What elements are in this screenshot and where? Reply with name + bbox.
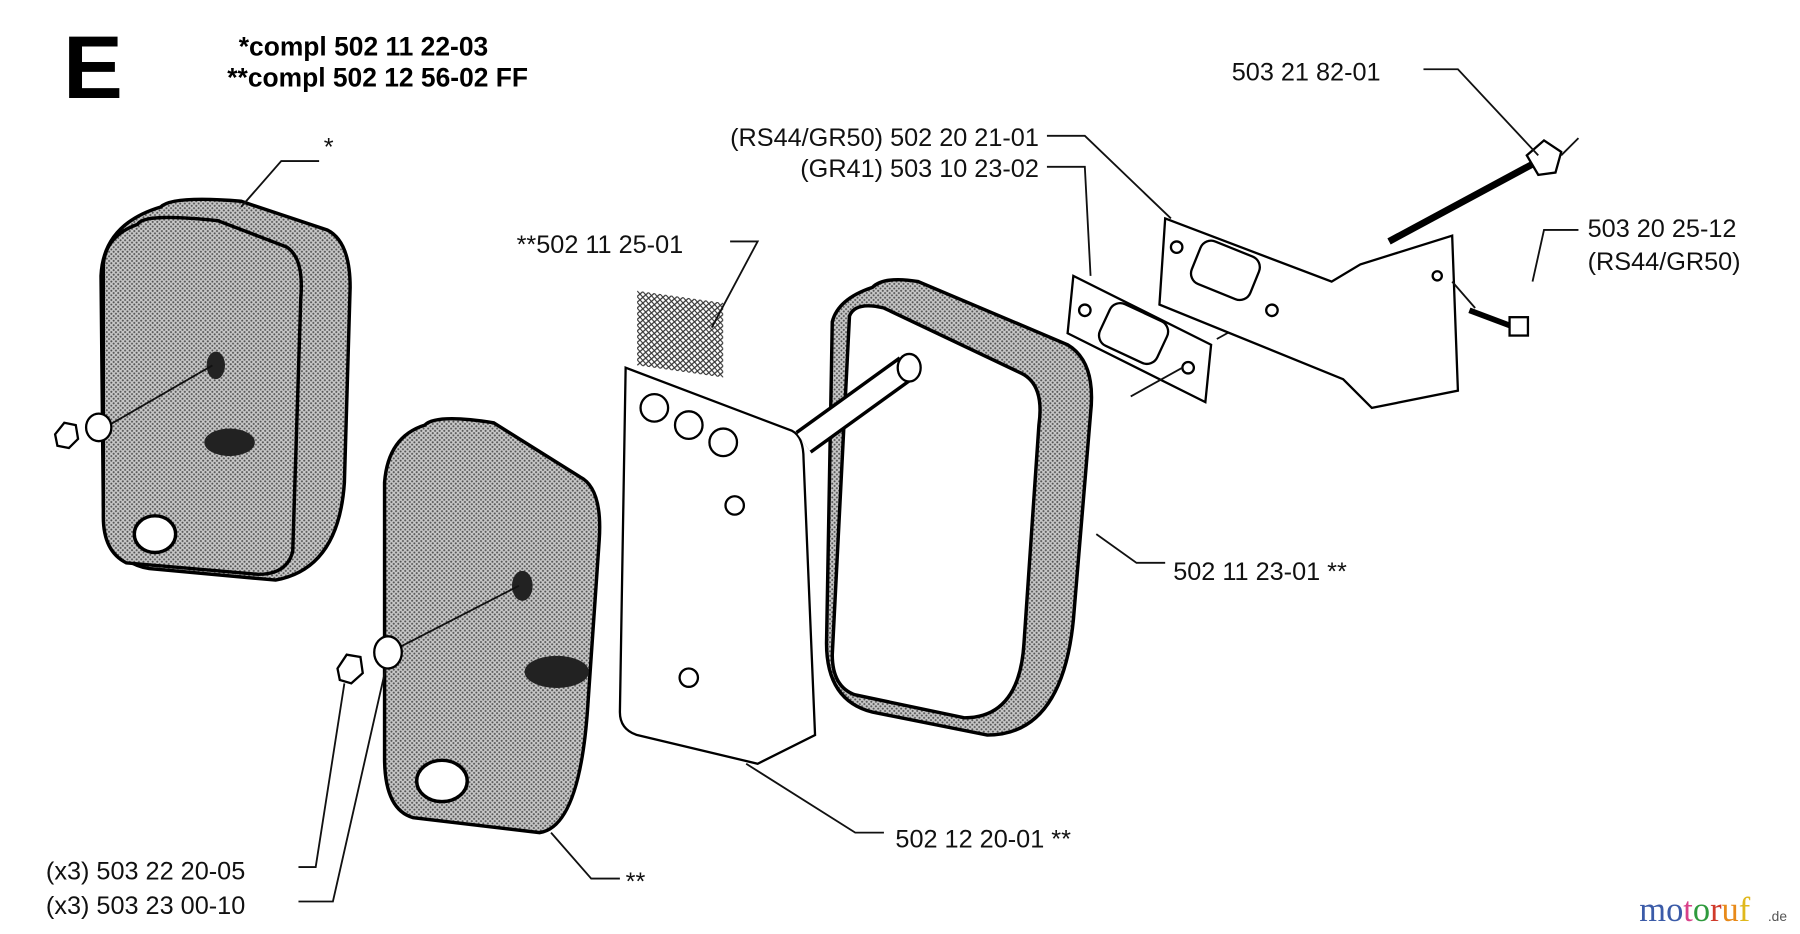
label-assembly-1: * <box>324 133 334 161</box>
label-muffler-body: 502 11 23-01 ** <box>1173 558 1347 586</box>
label-bracket: (RS44/GR50) 502 20 21-01 <box>730 124 1039 152</box>
leader-nut <box>298 683 346 868</box>
mounting-bracket <box>1158 216 1460 410</box>
label-nut: (x3) 503 22 20-05 <box>46 858 245 886</box>
muffler-body <box>795 277 1094 737</box>
muffler-assembly-2 <box>336 417 602 835</box>
leader-screw <box>1531 229 1579 282</box>
leader-assembly-2 <box>550 832 620 880</box>
label-muffler-plate: 502 12 20-01 ** <box>895 826 1071 854</box>
leader-body <box>1095 533 1166 564</box>
leader-gasket <box>1046 165 1092 276</box>
section-letter: E <box>63 17 123 117</box>
svg-text:motoruf: motoruf <box>1639 891 1750 929</box>
spark-screen <box>637 290 724 378</box>
leader-bracket <box>1046 134 1172 220</box>
label-washer: (x3) 503 23 00-10 <box>46 892 245 920</box>
watermark-logo: motoruf .de <box>1639 891 1787 929</box>
leader-bolt <box>1423 68 1539 156</box>
muffler-assembly-1 <box>53 197 352 582</box>
leader-plate <box>745 762 884 834</box>
watermark-suffix: .de <box>1768 909 1787 924</box>
bolt <box>1387 137 1580 245</box>
label-bolt: 503 21 82-01 <box>1232 59 1381 87</box>
label-screw-model: (RS44/GR50) <box>1588 248 1741 276</box>
complete-assembly-1: *compl 502 11 22-03 <box>239 31 488 61</box>
gasket <box>1066 274 1269 404</box>
label-assembly-2: ** <box>626 868 646 896</box>
leader-washer <box>298 668 387 903</box>
muffler-cover-plate <box>618 366 817 765</box>
label-screw-part: 503 20 25-12 <box>1588 215 1737 243</box>
leader-assembly-1 <box>240 160 320 208</box>
label-gasket: (GR41) 503 10 23-02 <box>800 155 1039 183</box>
complete-assembly-2: **compl 502 12 56-02 FF <box>227 62 528 92</box>
leader-screen <box>710 240 760 328</box>
screw <box>1451 281 1530 337</box>
label-screen: **502 11 25-01 <box>517 231 684 259</box>
